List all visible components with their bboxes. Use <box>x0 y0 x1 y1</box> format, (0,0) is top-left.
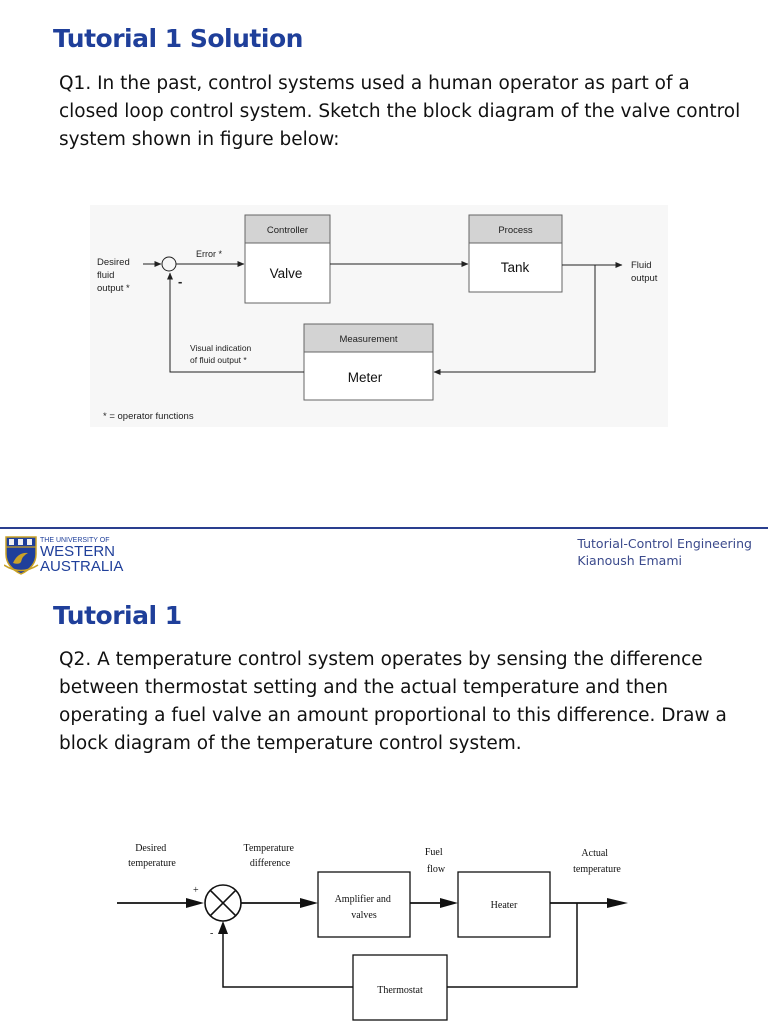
course-title: Tutorial-Control Engineering <box>577 536 752 551</box>
fluid-output-label: Fluid output <box>631 260 658 284</box>
minus-sign: - <box>178 274 182 289</box>
input-arrowhead <box>186 898 204 908</box>
desired-fluid-output-label: Desired fluid output * <box>97 257 132 294</box>
svg-text:AUSTRALIA: AUSTRALIA <box>40 558 123 575</box>
error-arrowhead <box>300 898 318 908</box>
svg-text:WESTERN: WESTERN <box>40 543 115 560</box>
svg-text:Thermostat: Thermostat <box>377 985 423 996</box>
university-logo: THE UNIVERSITY OF WESTERN AUSTRALIA <box>4 536 123 575</box>
operator-functions-footnote: * = operator functions <box>103 411 194 422</box>
process-header: Process <box>498 225 533 236</box>
slide-divider <box>0 527 768 529</box>
actual-temperature-label: Actual temperature <box>573 848 621 875</box>
slide1-question: Q1. In the past, control systems used a … <box>59 73 741 150</box>
feedback-line <box>222 930 353 988</box>
tank-label: Tank <box>501 260 530 275</box>
controller-header: Controller <box>267 225 308 236</box>
comparator-junction <box>204 884 242 922</box>
amplifier-valves-block: Amplifier and valves <box>317 871 411 938</box>
valve-label: Valve <box>270 266 303 281</box>
output-arrowhead <box>607 898 628 908</box>
slide2-question: Q2. A temperature control system operate… <box>59 649 727 754</box>
desired-temperature-label: Desired temperature <box>128 843 176 869</box>
plus-sign: + <box>193 885 199 896</box>
svg-text:THE UNIVERSITY OF: THE UNIVERSITY OF <box>40 537 110 544</box>
thermostat-block: Thermostat <box>352 954 448 1021</box>
meter-label: Meter <box>348 370 383 385</box>
feedback-arrowhead <box>218 921 228 934</box>
heater-block: Heater <box>457 871 551 938</box>
error-label: Error * <box>196 249 223 259</box>
minus-sign-2: - <box>210 928 213 939</box>
temperature-difference-label: Temperature difference <box>244 843 297 869</box>
university-crest-icon <box>4 536 39 575</box>
process-block: Process Tank <box>468 214 563 293</box>
fuel-flow-label: Fuel flow <box>425 847 446 875</box>
output-to-thermostat-line <box>447 903 578 988</box>
controller-block: Controller Valve <box>244 214 331 304</box>
svg-text:Amplifier and valves: Amplifier and valves <box>335 894 394 921</box>
svg-text:Heater: Heater <box>491 900 518 911</box>
measurement-block: Measurement Meter <box>303 323 434 401</box>
measurement-header: Measurement <box>339 334 397 345</box>
author-name: Kianoush Emami <box>577 553 682 568</box>
valve-control-block-diagram: Desired fluid output * - Error * Control… <box>90 205 668 427</box>
course-info: Tutorial-Control Engineering Kianoush Em… <box>577 535 752 569</box>
slide2-title: Tutorial 1 <box>53 601 182 630</box>
slide1-title: Tutorial 1 Solution <box>53 24 303 53</box>
fuel-arrowhead <box>440 898 458 908</box>
visual-indication-label: Visual indication of fluid output * <box>190 343 254 365</box>
output-to-meter-line <box>433 265 596 375</box>
feedback-arrow <box>167 272 304 373</box>
